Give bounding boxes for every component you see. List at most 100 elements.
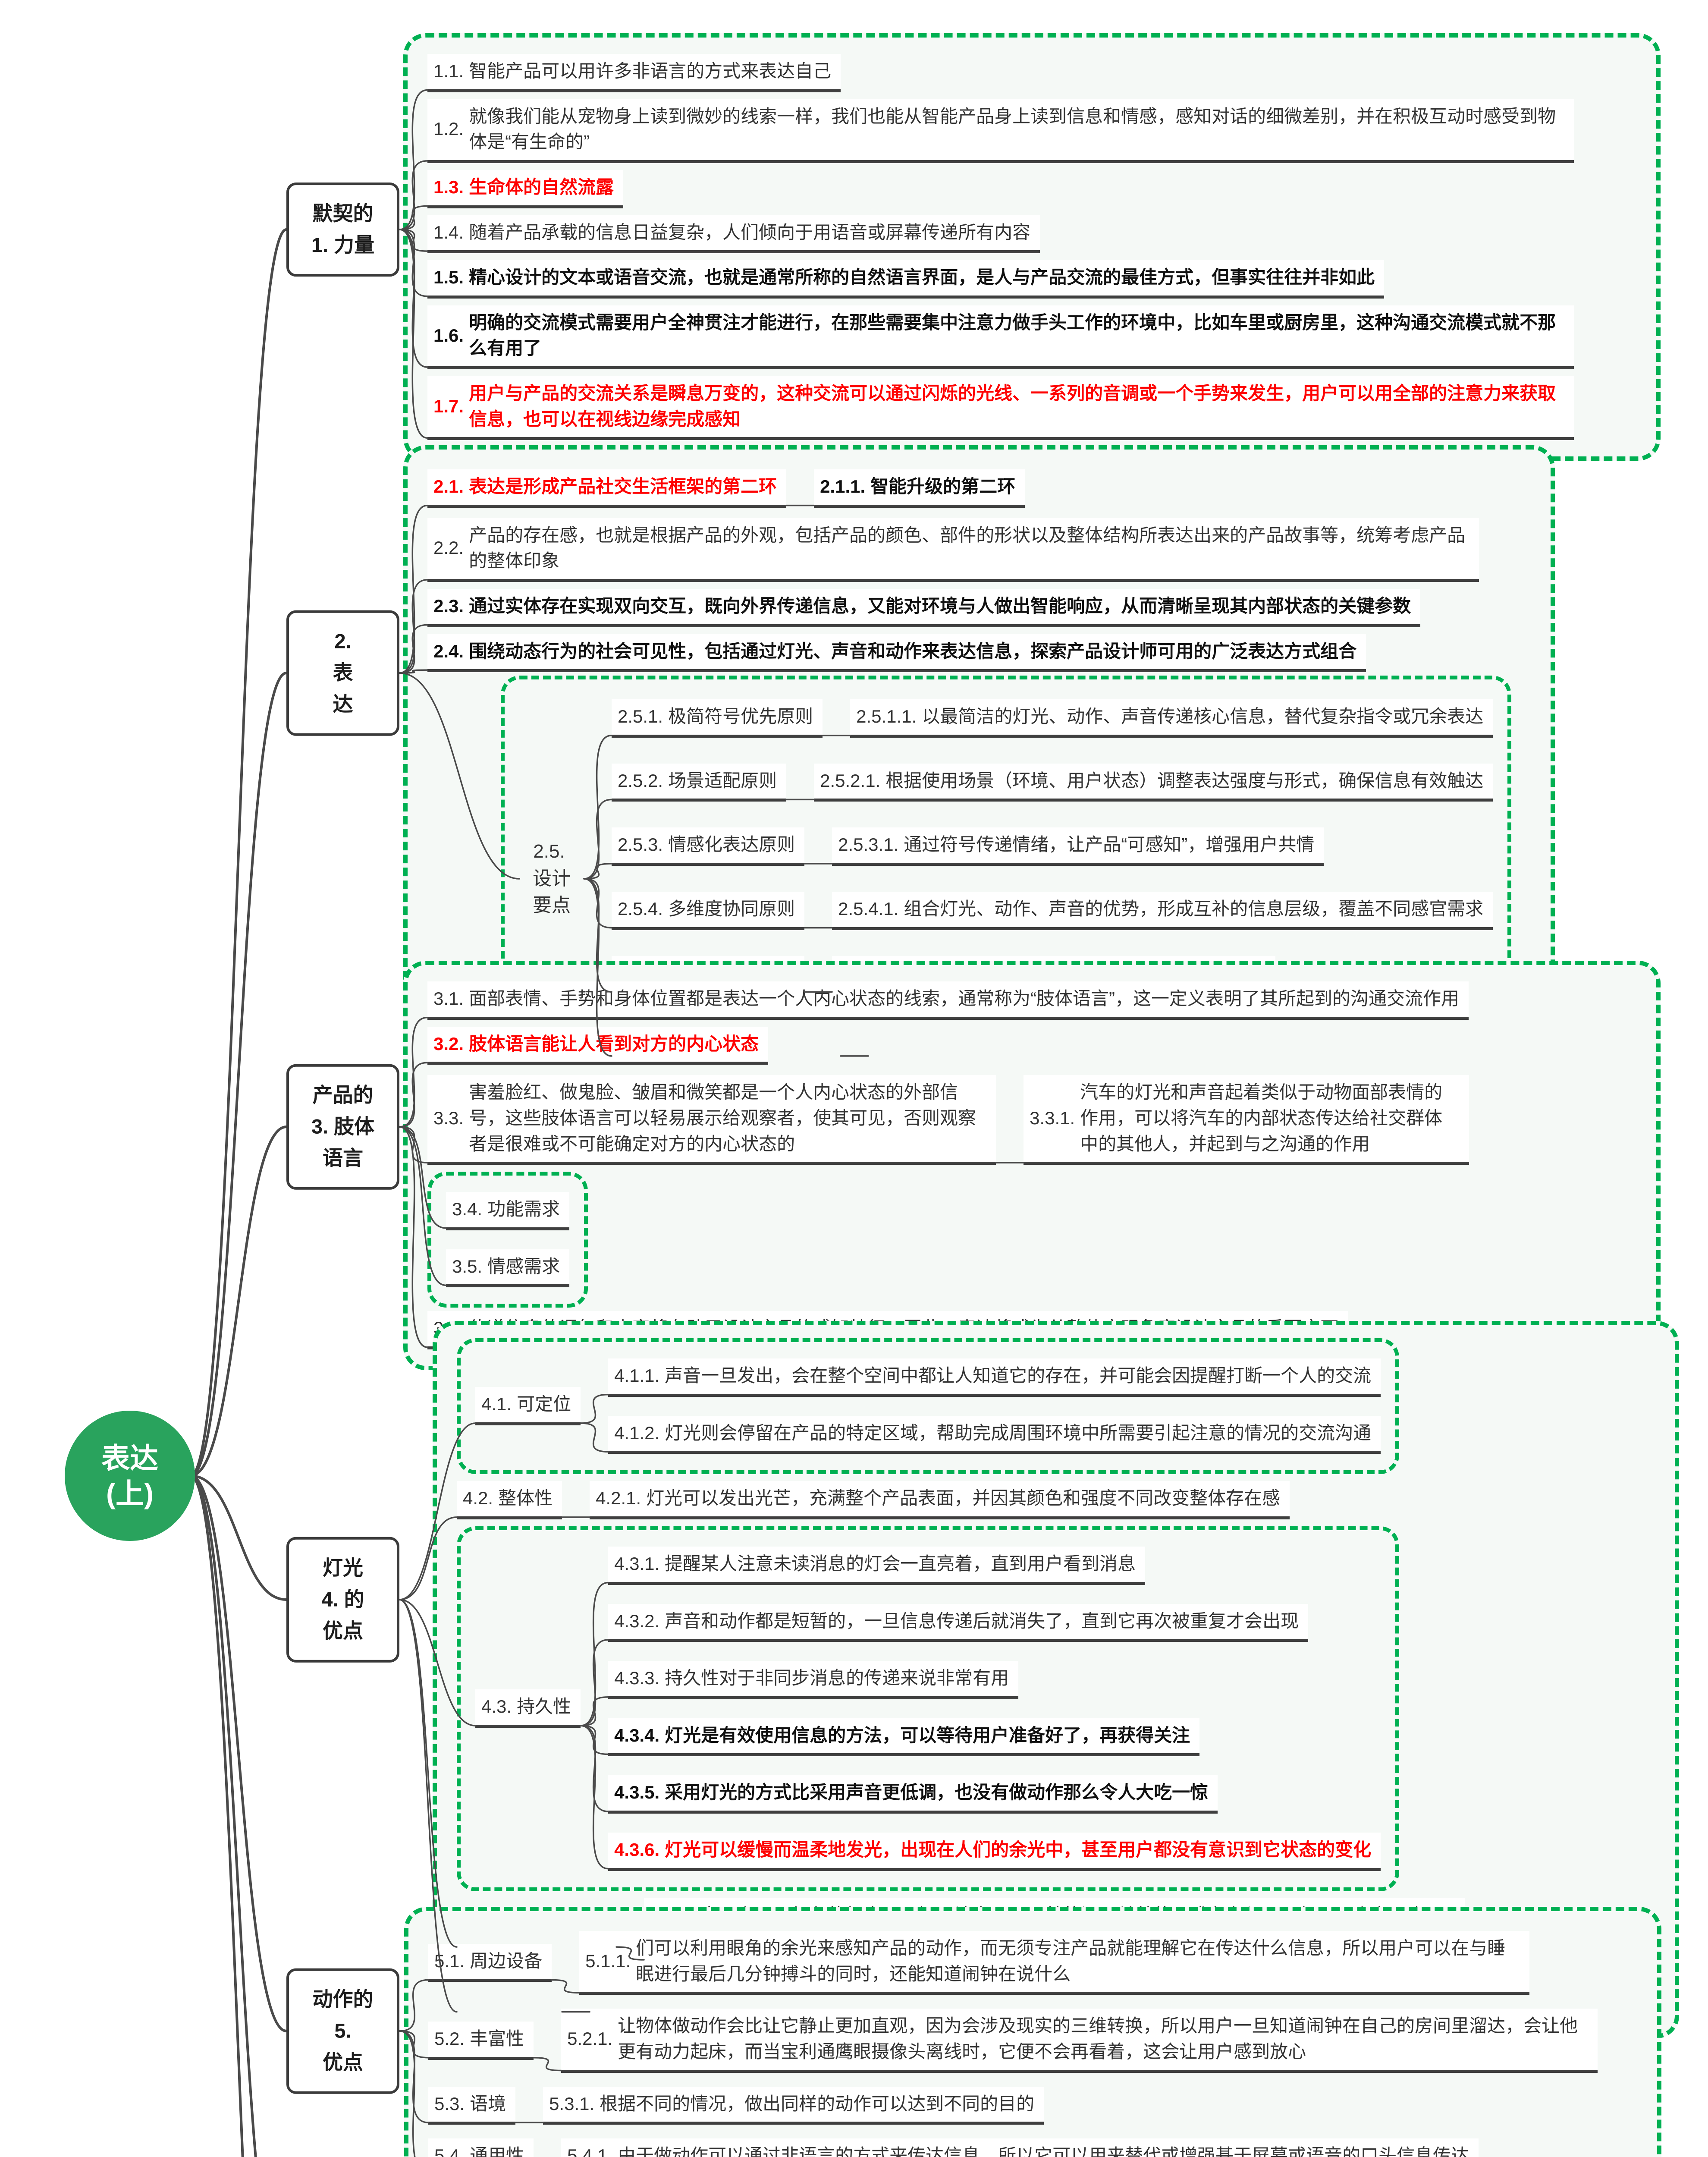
topic-node[interactable]: 3.2.肢体语言能让人看到对方的内心状态	[427, 1026, 769, 1065]
topic-number: 3.2.	[433, 1033, 464, 1054]
topic-node[interactable]: 2.5.3.情感化表达原则	[612, 827, 805, 866]
topic-node[interactable]: 1.5.精心设计的文本或语音交流，也就是通常所称的自然语言界面，是人与产品交流的…	[427, 260, 1385, 299]
topic-row: 1.6.明确的交流模式需要用户全神贯注才能进行，在那些需要集中注意力做手头工作的…	[427, 305, 1636, 369]
branch-section-3: 3.1.面部表情、手势和身体位置都是表达一个人内心状态的线索，通常称为“肢体语言…	[403, 961, 1661, 1370]
topic-text: 根据不同的情况，做出同样的动作可以达到不同的目的	[600, 2093, 1035, 2114]
topic-node[interactable]: 1.7.用户与产品的交流关系是瞬息万变的，这种交流可以通过闪烁的光线、一系列的音…	[427, 376, 1574, 440]
topic-row: 2.5.3.1.通过符号传递情绪，让产品“可感知”，增强用户共情	[832, 827, 1324, 866]
topic-row: 5.4.通用性 5.4.1.由于做动作可以通过非语言的方式来传达信息，所以它可以用…	[428, 2135, 1637, 2157]
group-boundary: 3.4.功能需求 3.5.情感需求	[427, 1172, 588, 1308]
topic-text: 就像我们能从宠物身上读到微妙的线索一样，我们也能从智能产品身上读到信息和情感，感…	[469, 106, 1556, 152]
topic-node[interactable]: 4.2.整体性	[457, 1481, 562, 1519]
topic-node[interactable]: 4.3.4.灯光是有效使用信息的方法，可以等待用户准备好了，再获得关注	[608, 1718, 1200, 1757]
topic-text: 整体性	[498, 1488, 553, 1509]
topic-text: 灯光则会停留在产品的特定区域，帮助完成周围环境中所需要引起注意的情况的交流沟通	[665, 1422, 1372, 1443]
topic-number: 3.3.	[433, 1107, 464, 1128]
topic-node[interactable]: 5.4.通用性	[428, 2138, 534, 2157]
topic-row: 3.4.功能需求 3.5.情感需求	[446, 1189, 570, 1291]
group-boundary: 4.3.持久性 4.3.1.提醒某人注意未读消息的灯会一直亮着，直到用户看到消息 4…	[457, 1526, 1400, 1891]
topic-text: 通过实体存在实现双向交互，既向外界传递信息，又能对环境与人做出智能响应，从而清晰…	[469, 595, 1411, 616]
topic-text: 明确的交流模式需要用户全神贯注才能进行，在那些需要集中注意力做手头工作的环境中，…	[469, 312, 1556, 358]
topic-node[interactable]: 2.5.1.1.以最简洁的灯光、动作、声音传递核心信息，替代复杂指令或冗余表达	[850, 699, 1493, 738]
topic-row: 1.2.就像我们能从宠物身上读到微妙的线索一样，我们也能从智能产品身上读到信息和…	[427, 99, 1636, 163]
topic-node[interactable]: 2.1.1.智能升级的第二环	[814, 469, 1025, 508]
branch-label-line: 3. 肢体	[311, 1115, 375, 1138]
topic-node[interactable]: 5.1.周边设备	[428, 1943, 552, 1982]
branch-label-2[interactable]: 2.表达	[286, 610, 399, 736]
topic-node[interactable]: 3.5.情感需求	[446, 1249, 570, 1288]
branch-section-1: 1.1.智能产品可以用许多非语言的方式来表达自己 1.2.就像我们能从宠物身上读到…	[403, 33, 1661, 461]
topic-node[interactable]: 4.3.持久性	[475, 1689, 581, 1728]
topic-number: 4.2.	[463, 1488, 493, 1509]
topic-node[interactable]: 2.5.4.多维度协同原则	[612, 892, 805, 930]
topic-node[interactable]: 3.1.面部表情、手势和身体位置都是表达一个人内心状态的线索，通常称为“肢体语言…	[427, 981, 1469, 1020]
topic-node[interactable]: 1.3.生命体的自然流露	[427, 170, 624, 208]
topic-node[interactable]: 4.2.1.灯光可以发出光芒，充满整个产品表面，并因其颜色和强度不同改变整体存在…	[590, 1481, 1290, 1519]
topic-text: 让物体做动作会比让它静止更加直观，因为会涉及现实的三维转换，所以用户一旦知道闹钟…	[618, 2016, 1578, 2062]
topic-node[interactable]: 2.5.设计要点	[519, 838, 584, 919]
topic-node[interactable]: 5.2.丰富性	[428, 2022, 534, 2060]
topic-row: 2.5.4.1.组合灯光、动作、声音的优势，形成互补的信息层级，覆盖不同感官需求	[832, 892, 1493, 930]
topic-text: 组合灯光、动作、声音的优势，形成互补的信息层级，覆盖不同感官需求	[904, 899, 1484, 919]
topic-text: 功能需求	[487, 1199, 560, 1220]
topic-number: 4.3.	[481, 1696, 512, 1717]
topic-row: 5.2.丰富性 5.2.1.让物体做动作会比让它静止更加直观，因为会涉及现实的三维…	[428, 2005, 1637, 2076]
topic-node[interactable]: 5.3.1.根据不同的情况，做出同样的动作可以达到不同的目的	[543, 2086, 1044, 2125]
topic-node[interactable]: 2.5.2.1.根据使用场景（环境、用户状态）调整表达强度与形式，确保信息有效触…	[814, 763, 1493, 802]
topic-node[interactable]: 4.1.1.声音一旦发出，会在整个空间中都让人知道它的存在，并可能会因提醒打断一…	[608, 1358, 1381, 1397]
topic-text: 极简符号优先原则	[668, 706, 813, 727]
topic-number: 2.3.	[433, 595, 464, 616]
central-topic[interactable]: 表达 (上)	[65, 1411, 195, 1541]
topic-node[interactable]: 1.4.随着产品承载的信息日益复杂，人们倾向于用语音或屏幕传递所有内容	[427, 215, 1040, 254]
topic-text: 周边设备	[470, 1950, 543, 1971]
topic-row: 2.1.表达是形成产品社交生活框架的第二环 2.1.1.智能升级的第二环	[427, 466, 1531, 511]
topic-text: 持久性	[517, 1696, 571, 1717]
topic-text: 采用灯光的方式比采用声音更低调，也没有做动作那么令人大吃一惊	[665, 1782, 1209, 1803]
topic-number: 4.3.2.	[614, 1610, 660, 1631]
topic-node[interactable]: 2.1.表达是形成产品社交生活框架的第二环	[427, 469, 787, 508]
topic-node[interactable]: 3.3.害羞脸红、做鬼脸、皱眉和微笑都是一个人内心状态的外部信号，这些肢体语言可…	[427, 1075, 996, 1165]
topic-row: 2.5.1.1.以最简洁的灯光、动作、声音传递核心信息，替代复杂指令或冗余表达	[850, 699, 1493, 738]
topic-node[interactable]: 3.4.功能需求	[446, 1192, 570, 1230]
topic-node[interactable]: 5.4.1.由于做动作可以通过非语言的方式来传达信息，所以它可以用来替代或增强基…	[561, 2138, 1479, 2157]
topic-node[interactable]: 5.2.1.让物体做动作会比让它静止更加直观，因为会涉及现实的三维转换，所以用户…	[561, 2009, 1598, 2073]
branch-label-line: 默契的	[312, 202, 374, 225]
topic-node[interactable]: 4.3.3.持久性对于非同步消息的传递来说非常有用	[608, 1661, 1019, 1699]
topic-number: 4.3.5.	[614, 1782, 660, 1803]
topic-text: 通用性	[470, 2145, 524, 2157]
topic-text: 声音一旦发出，会在整个空间中都让人知道它的存在，并可能会因提醒打断一个人的交流	[665, 1365, 1372, 1386]
topic-text: 产品的存在感，也就是根据产品的外观，包括产品的颜色、部件的形状以及整体结构所表达…	[469, 525, 1466, 571]
topic-text: 根据使用场景（环境、用户状态）调整表达强度与形式，确保信息有效触达	[885, 770, 1484, 791]
topic-node[interactable]: 1.2.就像我们能从宠物身上读到微妙的线索一样，我们也能从智能产品身上读到信息和…	[427, 99, 1574, 163]
topic-node[interactable]: 4.3.5.采用灯光的方式比采用声音更低调，也没有做动作那么令人大吃一惊	[608, 1775, 1218, 1814]
topic-row: 4.1.可定位 4.1.1.声音一旦发出，会在整个空间中都让人知道它的存在，并可能…	[475, 1355, 1381, 1457]
topic-node[interactable]: 1.6.明确的交流模式需要用户全神贯注才能进行，在那些需要集中注意力做手头工作的…	[427, 305, 1574, 369]
topic-node[interactable]: 4.3.6.灯光可以缓慢而温柔地发光，出现在人们的余光中，甚至用户都没有意识到它…	[608, 1833, 1381, 1871]
topic-node[interactable]: 3.3.1.汽车的灯光和声音起着类似于动物面部表情的作用，可以将汽车的内部状态传…	[1024, 1075, 1469, 1165]
topic-node[interactable]: 4.3.2.声音和动作都是短暂的，一旦信息传递后就消失了，直到它再次被重复才会出…	[608, 1604, 1309, 1642]
topic-node[interactable]: 1.1.智能产品可以用许多非语言的方式来表达自己	[427, 54, 841, 92]
topic-node[interactable]: 2.5.3.1.通过符号传递情绪，让产品“可感知”，增强用户共情	[832, 827, 1324, 866]
topic-node[interactable]: 4.3.1.提醒某人注意未读消息的灯会一直亮着，直到用户看到消息	[608, 1546, 1146, 1585]
topic-node[interactable]: 4.1.可定位	[475, 1387, 581, 1425]
topic-row: 1.4.随着产品承载的信息日益复杂，人们倾向于用语音或屏幕传递所有内容	[427, 215, 1636, 254]
topic-node[interactable]: 5.1.1.们可以利用眼角的余光来感知产品的动作，而无须专注产品就能理解它在传达…	[579, 1931, 1530, 1995]
topic-text: 智能产品可以用许多非语言的方式来表达自己	[469, 61, 832, 81]
topic-node[interactable]: 4.1.2.灯光则会停留在产品的特定区域，帮助完成周围环境中所需要引起注意的情况…	[608, 1415, 1381, 1454]
topic-node[interactable]: 2.5.2.场景适配原则	[612, 763, 787, 802]
topic-node[interactable]: 2.4.围绕动态行为的社会可见性，包括通过灯光、声音和动作来表达信息，探索产品设…	[427, 634, 1366, 673]
topic-node[interactable]: 2.2.产品的存在感，也就是根据产品的外观，包括产品的颜色、部件的形状以及整体结…	[427, 518, 1479, 582]
topic-node[interactable]: 2.3.通过实体存在实现双向交互，既向外界传递信息，又能对环境与人做出智能响应，…	[427, 588, 1421, 627]
topic-number: 5.3.1.	[549, 2093, 595, 2114]
topic-node[interactable]: 2.5.4.1.组合灯光、动作、声音的优势，形成互补的信息层级，覆盖不同感官需求	[832, 892, 1493, 930]
topic-node[interactable]: 2.5.1.极简符号优先原则	[612, 699, 823, 738]
branch-label-line: 表	[333, 661, 353, 684]
topic-row: 3.1.面部表情、手势和身体位置都是表达一个人内心状态的线索，通常称为“肢体语言…	[427, 981, 1636, 1020]
topic-node[interactable]: 5.3.语境	[428, 2086, 516, 2125]
topic-row: 4.3.4.灯光是有效使用信息的方法，可以等待用户准备好了，再获得关注	[608, 1718, 1381, 1757]
